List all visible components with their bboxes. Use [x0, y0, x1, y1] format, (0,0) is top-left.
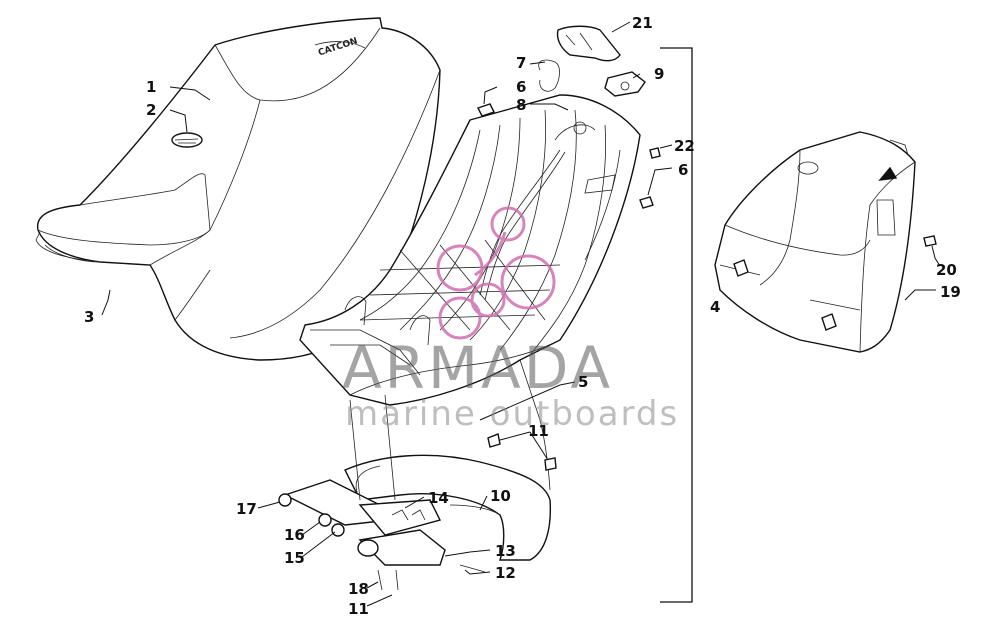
callout-12: 12 — [495, 564, 516, 582]
callout-1: 1 — [146, 78, 156, 96]
callout-17: 17 — [236, 500, 257, 518]
callout-6b: 6 — [678, 161, 688, 179]
assembly-bracket-4 — [660, 47, 693, 603]
screw-20 — [923, 235, 937, 247]
callout-16: 16 — [284, 526, 305, 544]
watermark-brand: ARMADA — [342, 334, 613, 402]
cover-21 — [556, 25, 621, 62]
leader-lines — [101, 21, 941, 607]
callout-11a: 11 — [528, 422, 549, 440]
callout-15: 15 — [284, 549, 305, 567]
callout-11b: 11 — [348, 600, 369, 618]
callout-6a: 6 — [516, 78, 526, 96]
callouts: 1 2 3 4 5 6 6 7 8 9 10 11 11 12 13 14 15… — [84, 14, 961, 618]
seat: CATCON — [35, 17, 441, 361]
callout-18: 18 — [348, 580, 369, 598]
brand-logo — [436, 206, 556, 340]
callout-3: 3 — [84, 308, 94, 326]
callout-19: 19 — [940, 283, 961, 301]
clip-6b — [639, 196, 654, 209]
callout-8: 8 — [516, 96, 526, 114]
callout-4: 4 — [710, 298, 720, 316]
brand-watermark: ARMADA marine outboards — [342, 206, 679, 434]
callout-21: 21 — [632, 14, 653, 32]
callout-7: 7 — [516, 54, 526, 72]
callout-22: 22 — [674, 137, 695, 155]
screw-22 — [649, 147, 661, 159]
storage-bin — [714, 131, 916, 353]
callout-9: 9 — [654, 65, 664, 83]
handle-9 — [604, 71, 646, 97]
callout-20: 20 — [936, 261, 957, 279]
watermark-tagline: marine outboards — [345, 394, 679, 434]
callout-2: 2 — [146, 101, 156, 119]
rear-frame — [278, 359, 557, 591]
callout-13: 13 — [495, 542, 516, 560]
callout-14: 14 — [428, 489, 449, 507]
clip-6a — [477, 103, 495, 117]
callout-5: 5 — [578, 373, 588, 391]
latch-cable — [477, 59, 654, 301]
seat-badge — [171, 132, 203, 148]
callout-10: 10 — [490, 487, 511, 505]
